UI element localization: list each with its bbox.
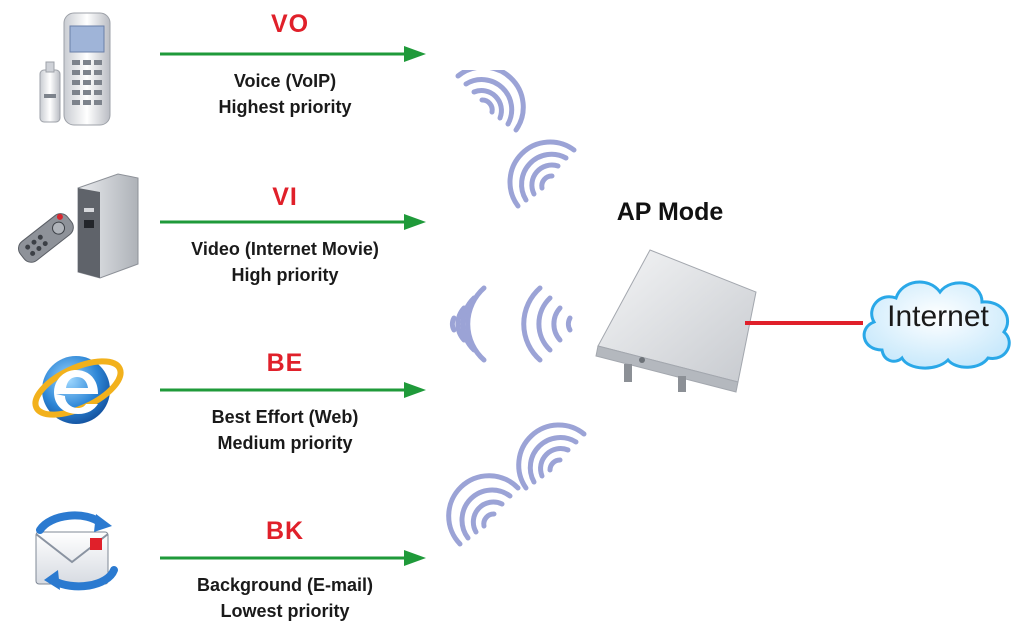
class-desc-be-line2: Medium priority [217,433,353,453]
wave-group-bottom-1 [516,422,587,491]
class-desc-bk-line2: Lowest priority [220,601,350,621]
arrow-be [160,382,426,398]
email-icon [35,511,118,591]
class-desc-vi-line2: High priority [231,265,339,285]
access-point-icon [595,249,757,393]
wave-group-middle-1 [449,285,487,363]
class-desc-vi: Video (Internet Movie) High priority [135,236,435,288]
wireless-signal-waves [446,70,587,547]
class-desc-be-line1: Best Effort (Web) [211,407,359,427]
wired-link-line [745,321,863,325]
class-desc-vo-line1: Voice (VoIP) [233,71,337,91]
arrow-vi [160,214,426,230]
class-desc-bk-line1: Background (E-mail) [196,575,374,595]
class-desc-be: Best Effort (Web) Medium priority [135,404,435,456]
class-desc-bk: Background (E-mail) Lowest priority [135,572,435,624]
internet-label: Internet [887,300,989,333]
class-desc-vo: Voice (VoIP) Highest priority [135,68,435,120]
ap-mode-title: AP Mode [616,198,724,226]
media-player-icon [18,173,139,279]
wave-group-top-2 [507,139,577,209]
arrow-vo [160,46,426,62]
class-desc-vi-line1: Video (Internet Movie) [191,239,379,259]
class-code-vi: VI [272,183,298,211]
wave-group-middle-2 [521,285,573,363]
class-code-vo: VO [270,10,310,38]
web-browser-icon [32,356,124,424]
class-desc-vo-line2: Highest priority [218,97,352,117]
cloud-icon [862,280,1011,370]
voip-phone-icon [39,12,111,126]
wave-group-top-1 [455,70,526,133]
wave-group-bottom-2 [446,473,521,547]
class-code-bk: BK [265,517,305,545]
class-code-be: BE [266,349,304,377]
arrow-bk [160,550,426,566]
